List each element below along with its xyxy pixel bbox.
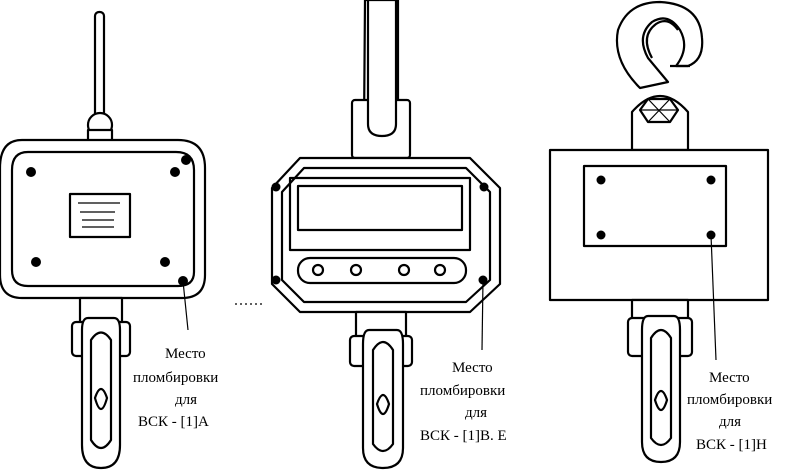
shackle-highlight	[93, 387, 109, 411]
scale-body-left	[0, 138, 207, 300]
shackle-right	[640, 314, 682, 464]
button	[349, 263, 363, 277]
button	[311, 263, 325, 277]
leader-line-middle	[481, 279, 484, 351]
scale-body-right	[548, 148, 770, 302]
button	[397, 263, 411, 277]
leader-line-right	[710, 234, 717, 361]
screw	[596, 175, 606, 185]
screw	[706, 175, 716, 185]
callout-right-line3: для	[719, 414, 741, 430]
screw	[26, 167, 36, 177]
screw	[170, 167, 180, 177]
hook-inner	[645, 19, 679, 59]
screw	[160, 257, 170, 267]
callout-left-line4: ВСК - [1]А	[138, 414, 209, 430]
scale-view-right: Место пломбировки для ВСК - [1]Н	[548, 0, 772, 464]
leader-line-left	[182, 280, 189, 331]
hex-nut-edge	[647, 98, 671, 123]
callout-right-line2: пломбировки	[687, 392, 772, 408]
nameplate	[68, 192, 132, 239]
shackle-inner	[649, 328, 673, 447]
callout-middle-line3: для	[465, 405, 487, 421]
seal-point	[181, 155, 191, 165]
screw	[596, 230, 606, 240]
callout-left-line3: для	[175, 392, 197, 408]
antenna	[93, 10, 106, 119]
back-plate-left	[10, 150, 196, 288]
button	[433, 263, 447, 277]
front-panel-middle	[280, 166, 492, 304]
shackle-highlight	[375, 393, 391, 416]
scale-view-left: Место пломбировки для ВСК - [1]А	[0, 10, 262, 470]
scale-body-middle	[270, 156, 502, 314]
screw	[271, 182, 281, 192]
shackle-highlight	[653, 389, 669, 412]
top-hook	[615, 0, 704, 90]
callout-middle-line1: Место	[452, 360, 493, 376]
callout-right-line4: ВСК - [1]Н	[696, 437, 767, 453]
screw	[479, 182, 489, 192]
scale-view-middle: Место пломбировки для ВСК - [1]В. Е	[270, 0, 507, 470]
top-shackle-front	[366, 0, 398, 138]
screw	[31, 257, 41, 267]
shackle-inner	[371, 340, 395, 453]
shackle-inner	[89, 331, 113, 450]
back-plate-right	[582, 164, 728, 248]
shackle-middle	[361, 328, 405, 470]
callout-middle-line4: ВСК - [1]В. Е	[420, 428, 507, 444]
shackle-left	[80, 316, 122, 470]
display-screen	[296, 184, 464, 232]
button-strip	[296, 256, 468, 285]
callout-right-line1: Место	[709, 370, 750, 386]
callout-left-line2: пломбировки	[133, 370, 218, 386]
callout-left-line1: Место	[165, 346, 206, 362]
screw	[271, 275, 281, 285]
callout-middle-line2: пломбировки	[420, 383, 505, 399]
display-window	[288, 176, 472, 252]
